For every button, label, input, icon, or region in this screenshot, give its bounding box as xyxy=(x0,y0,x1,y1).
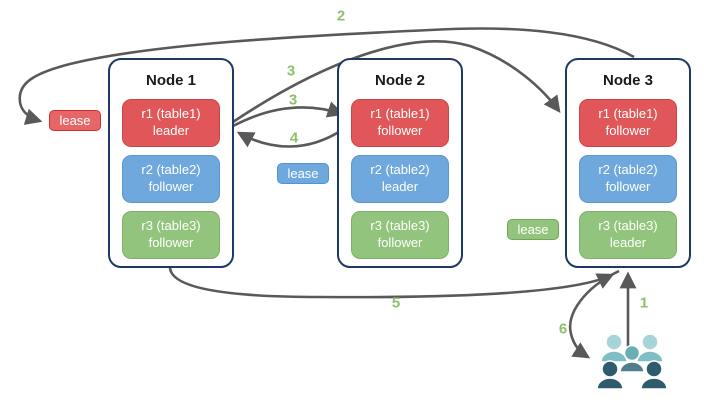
lease-badge-blue: lease xyxy=(277,163,329,184)
replica-role: follower xyxy=(148,179,194,194)
users-group-icon xyxy=(597,333,667,390)
lease-badge-green: lease xyxy=(507,219,559,240)
replica-list: r1 (table1) follower r2 (table2) leader … xyxy=(351,99,449,259)
replica-list: r1 (table1) follower r2 (table2) followe… xyxy=(579,99,677,259)
step-label-1: 1 xyxy=(639,294,649,312)
replica-r3-follower: r3 (table3) follower xyxy=(351,211,449,259)
replica-name: r2 (table2) xyxy=(141,162,201,178)
step-label-6: 6 xyxy=(558,320,568,338)
replica-r2-leader: r2 (table2) leader xyxy=(351,155,449,203)
node-card-3: Node 3 r1 (table1) follower r2 (table2) … xyxy=(565,58,691,268)
replica-name: r1 (table1) xyxy=(598,106,658,122)
replica-name: r1 (table1) xyxy=(370,106,430,122)
step-label-2: 2 xyxy=(336,7,346,25)
step-label-5: 5 xyxy=(391,294,401,312)
replica-role: leader xyxy=(609,235,647,250)
node-title: Node 3 xyxy=(602,72,653,89)
replica-role: leader xyxy=(152,123,190,138)
lease-badge-red: lease xyxy=(49,110,101,131)
replica-name: r3 (table3) xyxy=(598,218,658,234)
replica-list: r1 (table1) leader r2 (table2) follower … xyxy=(122,99,220,259)
step-label-3a: 3 xyxy=(286,62,296,80)
node-card-2: Node 2 r1 (table1) follower r2 (table2) … xyxy=(337,58,463,268)
replica-r3-follower: r3 (table3) follower xyxy=(122,211,220,259)
arrow-step-5 xyxy=(168,267,615,299)
replica-name: r2 (table2) xyxy=(370,162,430,178)
replica-role: follower xyxy=(605,123,651,138)
replica-name: r1 (table1) xyxy=(141,106,201,122)
replica-role: follower xyxy=(148,235,194,250)
replica-r2-follower: r2 (table2) follower xyxy=(579,155,677,203)
replica-role: leader xyxy=(381,179,419,194)
replica-role: follower xyxy=(605,179,651,194)
step-label-3b: 3 xyxy=(288,91,298,109)
replica-r1-leader: r1 (table1) leader xyxy=(122,99,220,147)
node-title: Node 1 xyxy=(145,72,196,89)
replica-role: follower xyxy=(377,235,423,250)
replica-role: follower xyxy=(377,123,423,138)
arrow-step-3-to-node2 xyxy=(232,101,345,128)
replica-name: r3 (table3) xyxy=(370,218,430,234)
replica-name: r3 (table3) xyxy=(141,218,201,234)
replica-name: r2 (table2) xyxy=(598,162,658,178)
replica-r3-leader: r3 (table3) leader xyxy=(579,211,677,259)
replica-r2-follower: r2 (table2) follower xyxy=(122,155,220,203)
replica-r1-follower: r1 (table1) follower xyxy=(351,99,449,147)
node-title: Node 2 xyxy=(374,72,425,89)
replica-r1-follower: r1 (table1) follower xyxy=(579,99,677,147)
node-card-1: Node 1 r1 (table1) leader r2 (table2) fo… xyxy=(108,58,234,268)
step-label-4: 4 xyxy=(289,129,299,147)
